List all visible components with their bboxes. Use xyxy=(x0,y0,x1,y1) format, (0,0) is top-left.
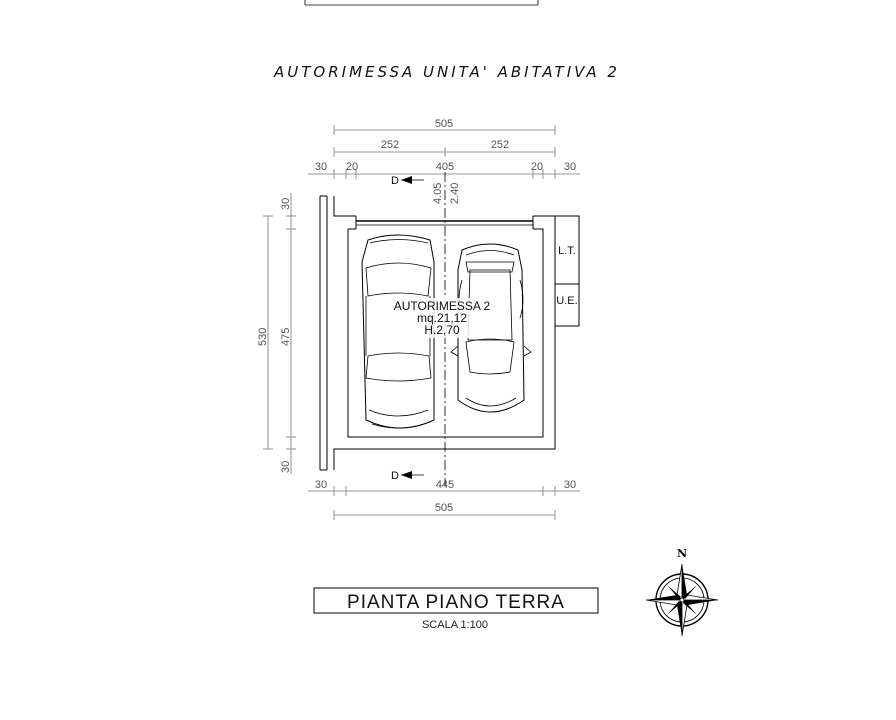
section-marker-bottom-label: D xyxy=(391,470,399,482)
dim-bottom-wall-right: 30 xyxy=(564,479,576,491)
dim-top-wall-right: 30 xyxy=(564,161,576,173)
top-dimensions: 505 252 252 30 20 405 20 30 xyxy=(308,118,580,179)
dim-side-inner: 475 xyxy=(280,328,292,346)
dim-top-wall-left: 30 xyxy=(315,161,327,173)
side-dimensions: 530 475 30 30 xyxy=(257,193,296,474)
north-label: N xyxy=(677,547,687,560)
section-marker-bottom: D xyxy=(391,470,424,482)
dim-top-half-right: 252 xyxy=(491,139,509,151)
dim-top-total: 505 xyxy=(435,118,453,130)
dim-side-wall-top: 30 xyxy=(280,198,292,210)
dim-side-total: 530 xyxy=(257,328,269,346)
garage-walls xyxy=(319,172,556,486)
dim-top-half-left: 252 xyxy=(381,139,399,151)
plan-title: PIANTA PIANO TERRA xyxy=(347,592,565,613)
section-marker-top: D xyxy=(391,175,424,187)
car-sedan xyxy=(361,234,435,429)
meter-ue-label: U.E. xyxy=(556,295,577,307)
door-height-a: 4.05 xyxy=(432,183,444,204)
header-title: AUTORIMESSA UNITA' ABITATIVA 2 xyxy=(273,63,620,81)
room-name: AUTORIMESSA 2 xyxy=(394,299,491,313)
room-area: mq.21,12 xyxy=(417,311,467,325)
dim-top-inner: 405 xyxy=(436,161,454,173)
dim-top-gap-left: 20 xyxy=(346,161,358,173)
meter-boxes: L.T. U.E. xyxy=(554,215,580,327)
dim-bottom-total: 505 xyxy=(435,502,453,514)
dim-bottom-wall-left: 30 xyxy=(315,479,327,491)
meter-lt-label: L.T. xyxy=(558,245,576,257)
room-height: H.2,70 xyxy=(424,323,460,337)
compass-icon xyxy=(645,563,719,637)
scale-label: SCALA 1:100 xyxy=(422,619,488,631)
room-label: AUTORIMESSA 2 mq.21,12 H.2,70 xyxy=(388,298,496,338)
plan-title-box xyxy=(313,587,599,614)
section-marker-top-label: D xyxy=(391,175,399,187)
door-height-b: 2.40 xyxy=(449,183,461,204)
bottom-dimensions: 30 445 30 505 xyxy=(308,479,580,520)
dim-top-gap-right: 20 xyxy=(531,161,543,173)
dim-side-wall-bottom: 30 xyxy=(280,461,292,473)
